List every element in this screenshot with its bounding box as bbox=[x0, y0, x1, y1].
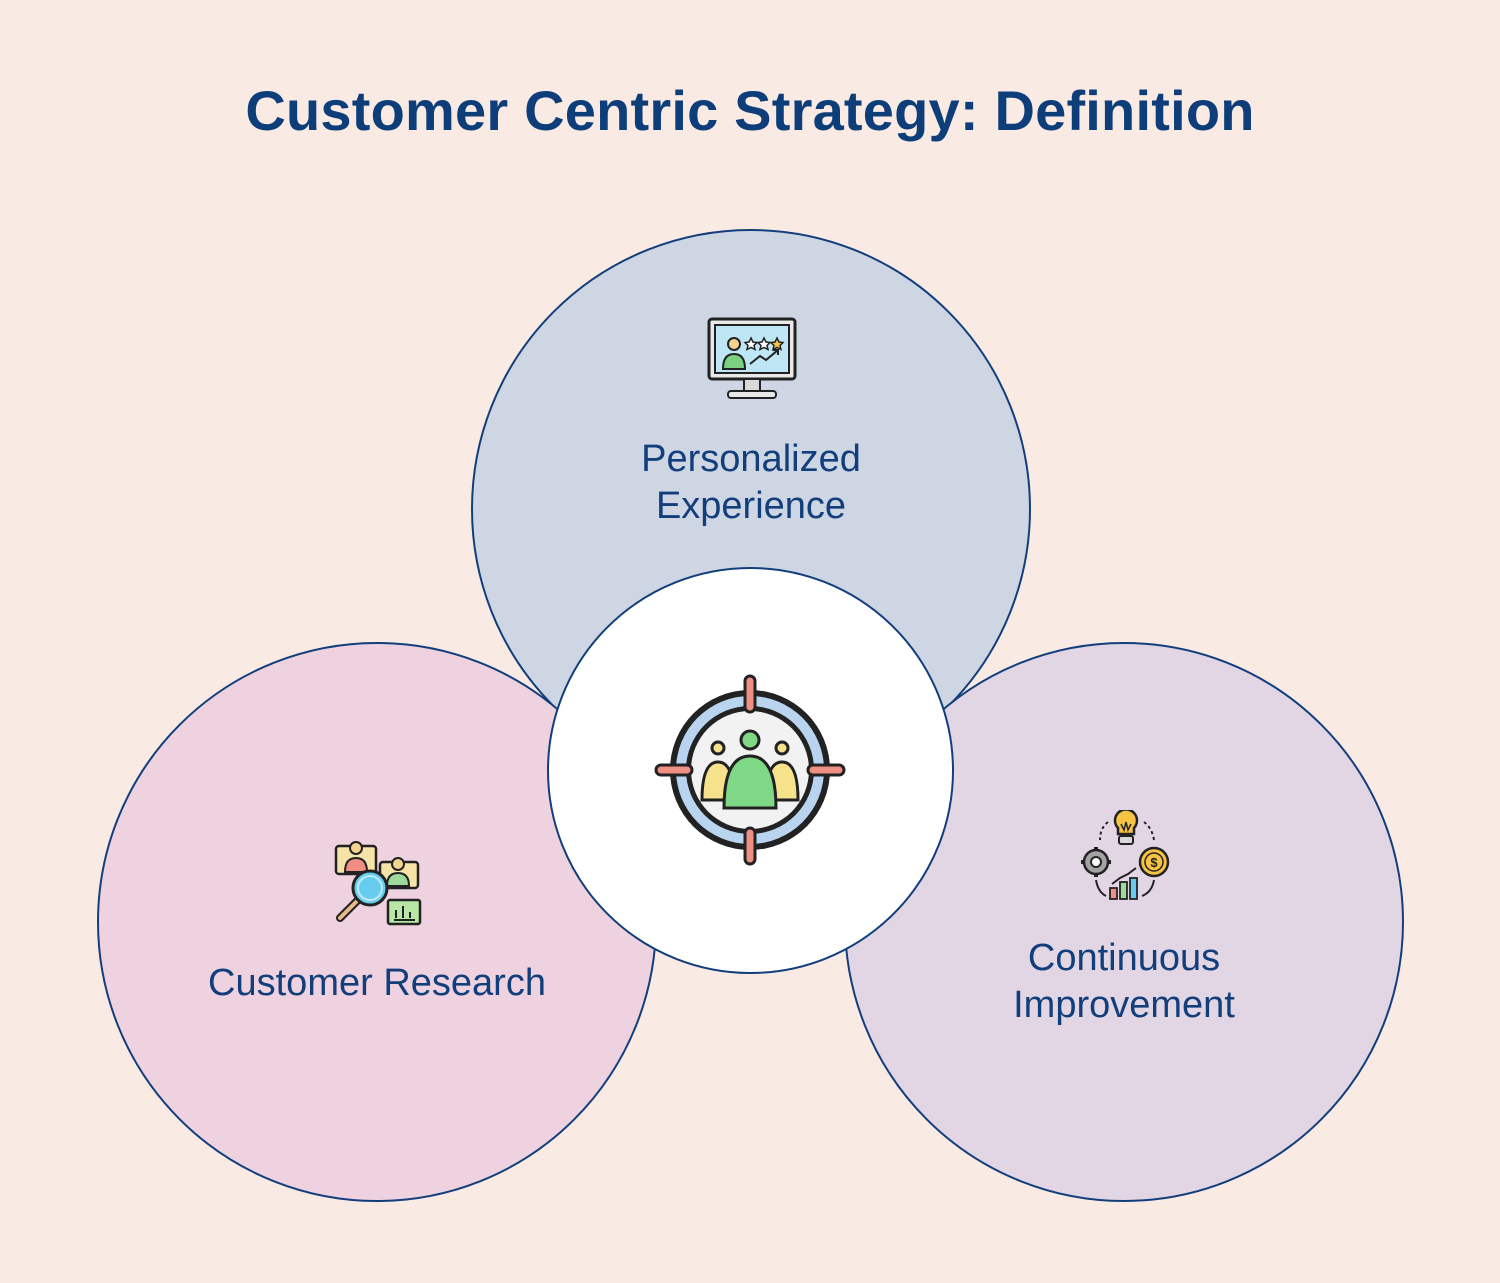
label-line: Continuous bbox=[1027, 937, 1221, 979]
label-line: Improvement bbox=[1013, 984, 1235, 1026]
customer-research-label: Customer Research bbox=[208, 962, 546, 1004]
monitor-rating-icon bbox=[707, 317, 797, 399]
improvement-cycle-icon: $ bbox=[1081, 810, 1170, 900]
research-magnifier-icon bbox=[334, 841, 422, 926]
label-line: Experience bbox=[655, 485, 847, 527]
personalized-experience-label: Personalized Experience bbox=[551, 436, 951, 530]
label-line: Personalized bbox=[641, 438, 861, 480]
target-audience-icon bbox=[654, 674, 846, 866]
svg-text:$: $ bbox=[1150, 855, 1158, 870]
continuous-improvement-label: Continuous Improvement bbox=[924, 935, 1324, 1029]
page-title: Customer Centric Strategy: Definition bbox=[245, 79, 1255, 142]
